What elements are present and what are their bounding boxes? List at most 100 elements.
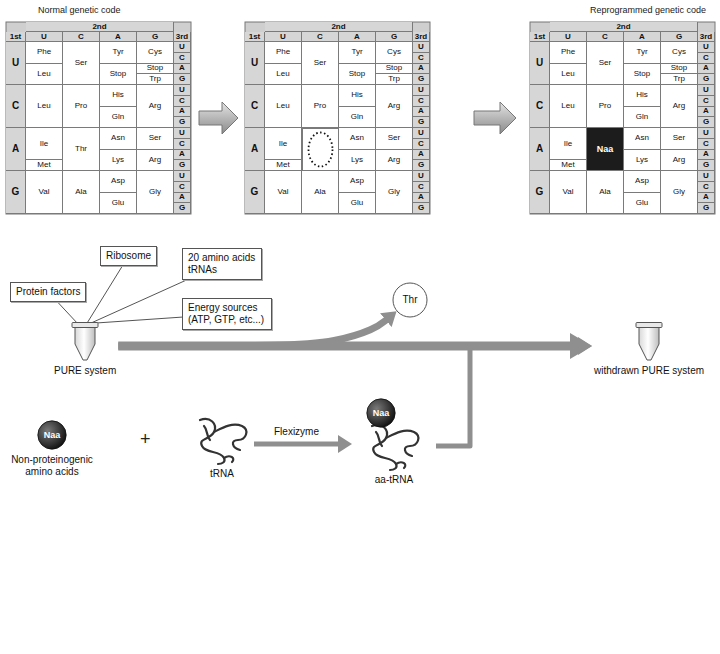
amino-acid-cell: Val [39,188,50,196]
base-letter: G [703,75,709,83]
amino-acid-cell: Thr [75,145,87,153]
amino-acid-cell-box: His [100,85,137,107]
plus-sign: + [140,430,151,448]
table-header-box: 2nd [550,22,698,32]
circle-shape [38,421,66,449]
base-letter-box: A [413,150,430,161]
amino-acid-cell: Ser [673,134,685,142]
base-letter-box: C [413,96,430,107]
amino-acid-cell-box: Asp [339,171,376,193]
table-header: 3rd [415,33,427,41]
base-letter-box: A [413,64,430,75]
amino-acid-cell: Pro [599,102,611,110]
amino-acid-cell: Ser [75,59,87,67]
amino-acid-sphere: Naa [37,420,67,450]
tube-body [639,327,659,360]
base-letter: G [418,204,424,212]
base-letter-box: C [174,182,191,193]
base-letter-box: G [413,74,430,85]
base-letter: U [703,86,709,94]
base-letter-box: A [698,193,715,204]
base-letter-box: C [174,53,191,64]
callout-line [91,280,186,323]
tube-icon [69,322,101,362]
amino-acid-cell: Ile [279,140,287,148]
callout-line [58,302,78,323]
base-letter: A [703,193,709,201]
trna-strand [204,426,210,440]
amino-acid-cell-box: Asn [624,128,661,150]
trna-icon [364,420,424,472]
table-header: A [354,33,360,41]
callout-box: Energy sources (ATP, GTP, etc...) [182,298,272,330]
amino-acid-cell-box: Tyr [339,42,376,64]
base-letter-box: C [413,139,430,150]
table-heading: Normal genetic code [38,6,121,15]
base-letter: G [179,75,185,83]
amino-acid-cell-box: Met [265,160,302,171]
trna-strand [386,431,418,456]
amino-acid-cell: Cys [148,48,162,56]
table-header: C [78,33,84,41]
base-letter: A [179,193,185,201]
amino-acid-cell-box: Arg [661,150,698,172]
plus-sign-box: + [140,430,151,448]
node-text: Naa [44,430,61,441]
tube-icon [633,322,665,362]
reaction-tube: withdrawn PURE system [592,322,706,377]
base-letter-box: G [698,74,715,85]
amino-acid-cell-box: Gln [339,107,376,129]
aa-trna-figure: aa-tRNANaa [352,398,436,486]
amino-acid-cell: Pro [75,102,87,110]
base-letter: C [418,140,424,148]
amino-acid-cell-box: Glu [624,193,661,215]
amino-acid-cell: Ser [388,134,400,142]
amino-acid-cell: Asn [111,134,125,142]
base-letter-box: G [698,203,715,214]
table-header-box: G [137,32,174,42]
node-text: PURE system [54,365,116,377]
base-letter: A [536,144,543,154]
reaction-tube: PURE system [52,322,118,377]
amino-acid-cell-box: Trp [661,74,698,85]
callout-box: Protein factors [10,282,86,302]
amino-acid-cell: Ala [314,188,326,196]
reassigned-codon-cell-box: Naa [587,128,624,171]
amino-acid-cell-box: Ser [587,42,624,85]
amino-acid-cell: Leu [37,70,50,78]
table-header: 3rd [700,33,712,41]
amino-acid-cell: Arg [388,156,400,164]
amino-acid-cell-box: Phe [265,42,302,64]
base-letter-box: G [245,171,265,214]
callout-line [96,317,182,323]
base-letter-box: C [698,96,715,107]
base-letter-box: A [698,150,715,161]
amino-acid-cell: Gly [673,188,685,196]
table-header-box: 3rd [698,32,715,42]
amino-acid-cell: Gly [149,188,161,196]
amino-acid-cell: Stop [671,64,687,72]
amino-acid-cell: Leu [37,102,50,110]
amino-acid-cell-box: Gly [661,171,698,214]
amino-acid-cell: Lys [112,156,124,164]
amino-acid-cell-box: Arg [661,85,698,128]
addition-arrow [436,346,579,446]
base-letter-box: C [698,53,715,64]
base-letter: U [12,58,19,68]
base-letter: A [418,193,424,201]
amino-acid-cell: Cys [387,48,401,56]
amino-acid-sphere: Naa [366,398,396,428]
base-letter-box: U [174,85,191,96]
base-letter: A [251,144,258,154]
amino-acid-cell: Stop [110,70,126,78]
callout-box: Ribosome [100,246,157,266]
base-letter: A [179,150,185,158]
base-letter: G [251,187,259,197]
amino-acid-cell-box: Ile [265,128,302,160]
amino-acid-cell-box: Leu [550,64,587,86]
base-letter: A [418,150,424,158]
base-letter: C [418,183,424,191]
amino-acid-cell: Stop [349,70,365,78]
amino-acid-cell-box: Arg [376,150,413,172]
